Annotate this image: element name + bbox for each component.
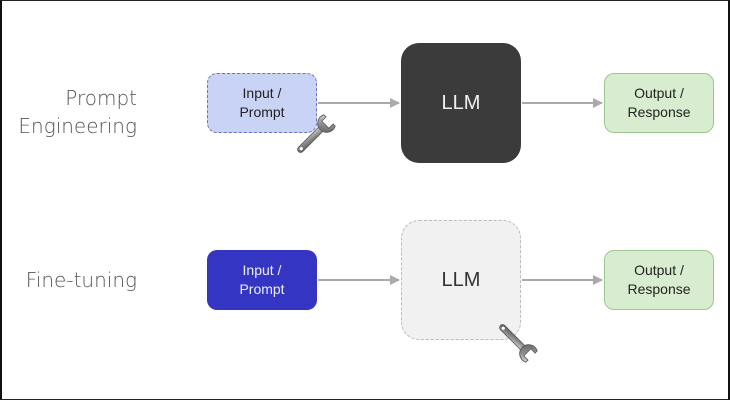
output-label-line2: Response [627,281,691,297]
row-label-fine-tuning: Fine-tuning [26,266,137,294]
row-label-line1: Fine-tuning [25,268,137,292]
input-prompt-box-ft: Input / Prompt [207,250,317,310]
input-label-line2: Prompt [239,104,285,120]
llm-label: LLM [441,268,481,291]
wrench-icon [297,114,336,153]
row-label-line1: Prompt [65,86,137,110]
llm-label: LLM [441,91,481,114]
input-prompt-box-pe: Input / Prompt [207,73,317,133]
llm-box-pe: LLM [401,43,521,163]
output-label-line2: Response [627,104,691,120]
input-label-line2: Prompt [239,281,285,297]
output-label-line1: Output / [634,262,684,278]
row-label-prompt-engineering: Prompt Engineering [18,84,137,140]
row-label-line2: Engineering [18,114,137,138]
input-label-line1: Input / [242,262,282,278]
output-response-box-ft: Output / Response [604,250,714,310]
input-label-line1: Input / [242,85,282,101]
output-response-box-pe: Output / Response [604,73,714,133]
output-label-line1: Output / [634,85,684,101]
wrench-icon [499,324,538,363]
llm-box-ft: LLM [401,220,521,340]
